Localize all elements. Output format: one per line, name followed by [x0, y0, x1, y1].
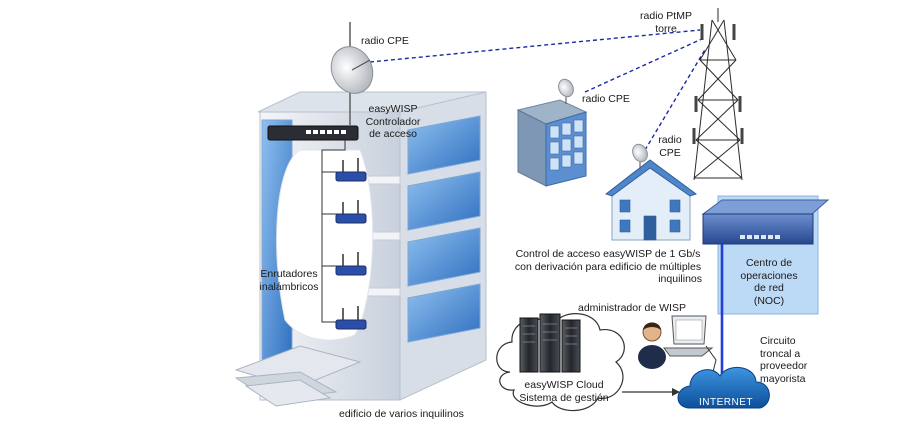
label-noc-line1: Centro de [745, 257, 793, 269]
label-bypass-control: Control de acceso easyWISP de 1 Gb/s con… [500, 248, 716, 286]
label-trunk-circuit: Circuito troncal a proveedor mayorista [760, 335, 807, 385]
multi-tenant-building [234, 22, 487, 407]
laptop-icon [663, 315, 714, 357]
label-trunk-line1: Circuito [760, 335, 796, 347]
label-trunk-line2: troncal a [760, 347, 801, 360]
router-3 [335, 252, 367, 276]
internet-cloud-icon [677, 367, 770, 409]
label-radio-cpe-building: radio CPE [361, 35, 409, 47]
label-radio-ptmp-line2: torre [655, 22, 677, 35]
router-2 [335, 200, 367, 224]
access-controller-switch [267, 125, 359, 141]
noc-panel [701, 195, 830, 315]
label-internet: INTERNET [699, 397, 753, 408]
label-wisp-admin: administrador de WISP [578, 302, 686, 314]
label-cloud-line1: easyWISP Cloud [524, 379, 604, 391]
label-noc: Centro de operaciones de red (NOC) [724, 257, 814, 307]
router-cabling [321, 140, 346, 323]
label-radio-cpe-office: radio CPE [582, 93, 630, 105]
label-controller-line1: easyWISP [368, 103, 418, 115]
wireless-links [369, 29, 707, 151]
label-controller-line3: de acceso [369, 128, 417, 140]
label-bypass-line2: con derivación para edificio de múltiple… [514, 260, 702, 273]
server-racks [519, 313, 581, 373]
label-cloud-line2: Sistema de gestión [519, 391, 609, 404]
label-radio-cpe-house: radio CPE [652, 134, 688, 159]
label-routers-line1: Enrutadores [260, 268, 318, 280]
label-trunk-line3: proveedor [760, 360, 808, 372]
admin-person-icon [638, 322, 666, 369]
wireless-routers [335, 158, 367, 330]
label-access-controller: easyWISP Controlador de acceso [352, 103, 434, 141]
label-radio-ptmp-line1: radio PtMP [640, 10, 692, 22]
radio-cpe-dish-office [558, 78, 574, 104]
label-radio-cpe-house-line1: radio [658, 134, 682, 146]
label-noc-line2: operaciones [740, 269, 798, 282]
label-bypass-line1: Control de acceso easyWISP de 1 Gb/s [515, 248, 701, 260]
label-radio-ptmp: radio PtMP torre [626, 10, 706, 35]
label-radio-cpe-house-line2: CPE [659, 146, 681, 159]
house [604, 159, 698, 241]
router-1 [335, 158, 367, 182]
label-wireless-routers: Enrutadores inalámbricos [254, 268, 324, 293]
ptmp-tower [692, 8, 744, 181]
label-trunk-line4: mayorista [760, 372, 806, 385]
label-building-caption: edificio de varios inquilinos [339, 408, 464, 420]
label-controller-line2: Controlador [365, 115, 421, 128]
label-noc-line3: de red [754, 282, 784, 294]
radio-cpe-dish-house [632, 143, 648, 170]
label-routers-line2: inalámbricos [259, 280, 319, 293]
office-building [516, 99, 588, 187]
label-bypass-line3: inquilinos [658, 273, 702, 285]
router-4 [335, 306, 367, 330]
radio-cpe-dish-building [330, 46, 374, 94]
label-noc-line4: (NOC) [753, 294, 785, 307]
cloud-to-internet-arrow [622, 388, 680, 396]
label-cloud-management: easyWISP Cloud Sistema de gestión [512, 379, 616, 404]
